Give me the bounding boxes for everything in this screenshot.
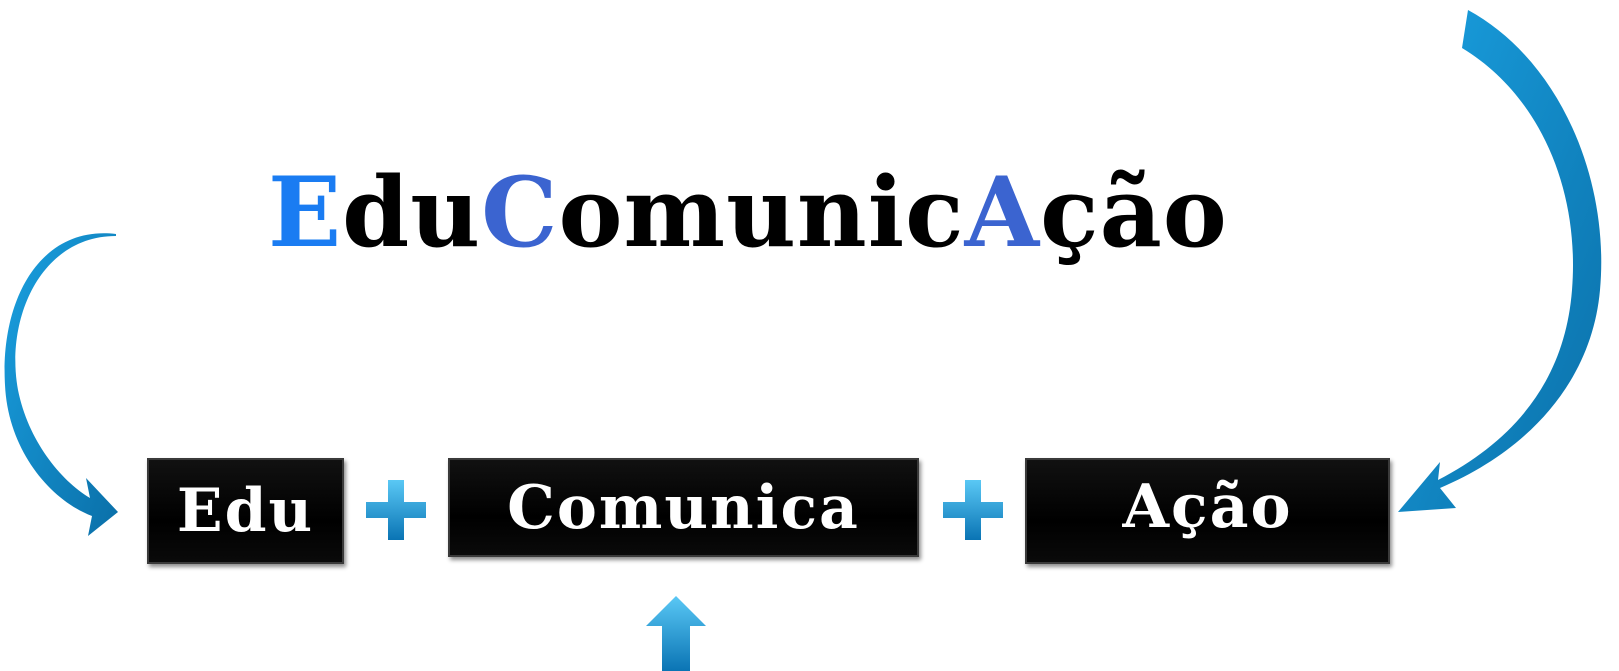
title-part: du bbox=[342, 156, 482, 269]
box-comunica: Comunica bbox=[448, 458, 919, 557]
box-comunica-label: Comunica bbox=[507, 472, 860, 543]
curved-arrow-left-icon bbox=[4, 233, 118, 536]
title-part: omunic bbox=[558, 156, 965, 269]
box-edu-label: Edu bbox=[176, 476, 315, 546]
plus-icon bbox=[943, 480, 1003, 540]
title-part: ção bbox=[1040, 156, 1228, 269]
curved-arrow-right-icon bbox=[1398, 10, 1602, 512]
box-acao-label: Ação bbox=[1122, 472, 1293, 542]
plus-icon bbox=[366, 480, 426, 540]
box-edu: Edu bbox=[147, 458, 344, 564]
title-part: E bbox=[268, 156, 343, 269]
page-title: EduComunicAção bbox=[268, 158, 1228, 268]
box-acao: Ação bbox=[1025, 458, 1390, 564]
title-part: C bbox=[481, 156, 559, 269]
up-arrow-icon bbox=[646, 596, 706, 671]
title-part: A bbox=[964, 156, 1041, 269]
